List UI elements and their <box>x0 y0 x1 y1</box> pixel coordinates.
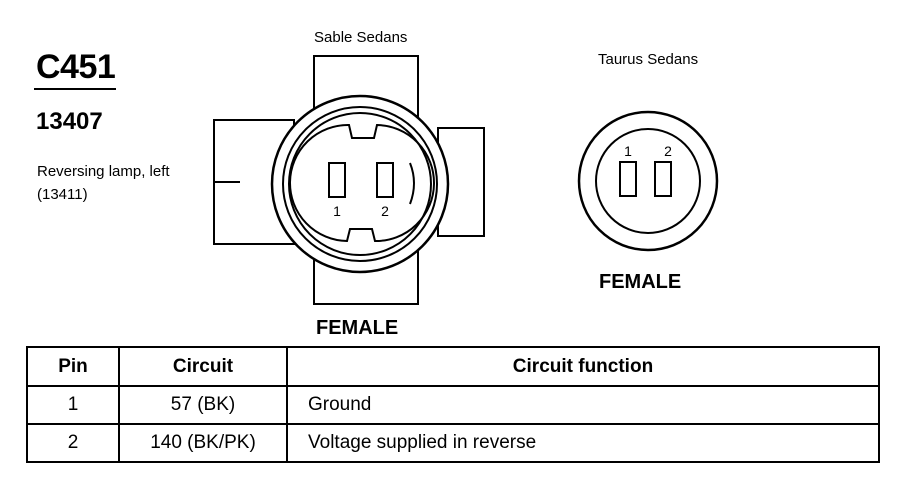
cell-function: Voltage supplied in reverse <box>286 423 880 463</box>
taurus-pin-cavity-1 <box>619 161 637 197</box>
taurus-inner-ring <box>595 128 701 234</box>
cell-pin: 2 <box>26 423 120 463</box>
sable-pin-label-1: 1 <box>333 203 341 219</box>
cell-circuit: 57 (BK) <box>118 385 288 425</box>
cell-pin: 1 <box>26 385 120 425</box>
header-circuit: Circuit <box>118 346 288 387</box>
sable-keyed-face <box>289 123 435 243</box>
taurus-view-label: Taurus Sedans <box>598 51 699 68</box>
sable-latch <box>409 162 415 205</box>
taurus-pin-cavity-2 <box>654 161 672 197</box>
part-number: 13407 <box>36 108 103 135</box>
table-row: 2 140 (BK/PK) Voltage supplied in revers… <box>26 423 880 463</box>
connector-description-ref: (13411) <box>37 186 88 203</box>
table-row: 1 57 (BK) Ground <box>26 385 880 425</box>
taurus-pin-label-1: 1 <box>624 143 632 159</box>
pin-table: Pin Circuit Circuit function 1 57 (BK) G… <box>26 346 880 463</box>
table-header-row: Pin Circuit Circuit function <box>26 346 880 387</box>
taurus-gender-label: FEMALE <box>599 271 682 293</box>
header-circuit-function: Circuit function <box>286 346 880 387</box>
connector-id: C451 <box>36 48 116 86</box>
sable-pin-label-2: 2 <box>381 203 389 219</box>
sable-inner-ring <box>282 106 438 262</box>
cell-circuit: 140 (BK/PK) <box>118 423 288 463</box>
header-pin: Pin <box>26 346 120 387</box>
taurus-outer-ring <box>577 110 719 252</box>
taurus-pin-label-2: 2 <box>664 143 672 159</box>
sable-outer-ring <box>270 94 450 274</box>
sable-pin-cavity-1 <box>328 162 346 198</box>
cell-function: Ground <box>286 385 880 425</box>
sable-view-label: Sable Sedans <box>314 29 408 46</box>
sable-connector <box>213 55 485 305</box>
taurus-connector <box>577 110 719 252</box>
sable-pin-cavity-2 <box>376 162 394 198</box>
title-underline <box>34 88 116 90</box>
sable-gender-label: FEMALE <box>316 317 399 339</box>
connector-description: Reversing lamp, left <box>37 163 170 180</box>
connector-diagram: 1 2 1 2 <box>213 55 719 305</box>
